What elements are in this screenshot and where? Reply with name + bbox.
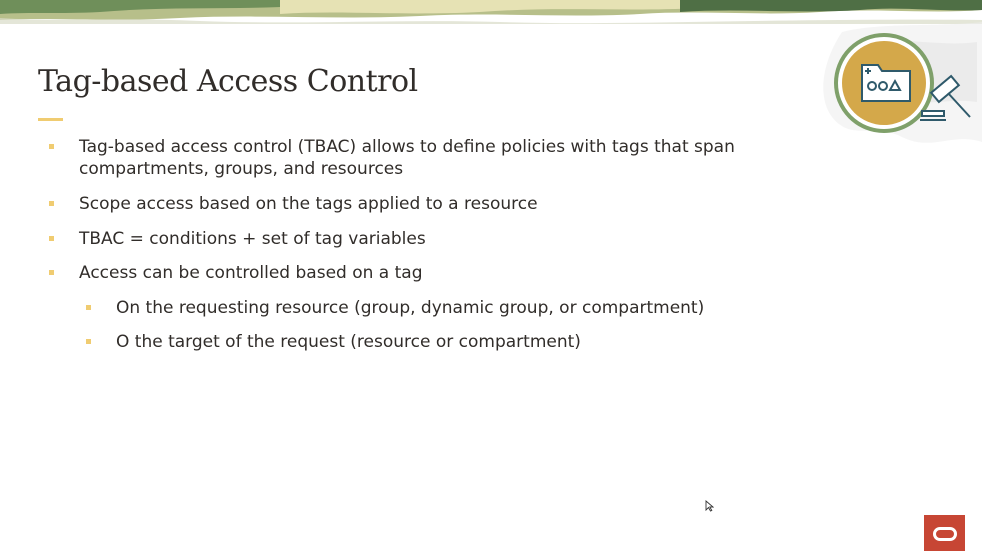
bullet-text: Tag-based access control (TBAC) allows t…: [79, 137, 735, 179]
title-accent-bar: [38, 118, 63, 121]
bullet-marker: [49, 236, 54, 241]
bullet-marker: [86, 339, 91, 344]
bullet-item: Scope access based on the tags applied t…: [49, 193, 538, 215]
mouse-cursor-icon: [705, 497, 715, 512]
bullet-item: Access can be controlled based on a tag: [49, 262, 423, 284]
oracle-logo: [924, 515, 965, 551]
bullet-text: O the target of the request (resource or…: [116, 332, 581, 352]
section-badge: [832, 33, 982, 133]
gavel-icon: [920, 74, 971, 121]
bullet-text: On the requesting resource (group, dynam…: [116, 298, 705, 318]
oracle-ring-icon: [933, 527, 957, 541]
bullet-item: TBAC = conditions + set of tag variables: [49, 228, 426, 250]
decorative-banner: [0, 0, 982, 30]
bullet-item: Tag-based access control (TBAC) allows t…: [49, 136, 739, 180]
bullet-text: TBAC = conditions + set of tag variables: [79, 229, 426, 249]
folder-shapes-icon: [861, 64, 911, 102]
bullet-marker: [49, 270, 54, 275]
sub-bullet-item: On the requesting resource (group, dynam…: [86, 297, 705, 319]
bullet-marker: [49, 144, 54, 149]
bullet-marker: [49, 201, 54, 206]
bullet-text: Scope access based on the tags applied t…: [79, 194, 538, 214]
slide-title: Tag-based Access Control: [38, 64, 418, 99]
bullet-marker: [86, 305, 91, 310]
sub-bullet-item: O the target of the request (resource or…: [86, 331, 581, 353]
bullet-text: Access can be controlled based on a tag: [79, 263, 423, 283]
